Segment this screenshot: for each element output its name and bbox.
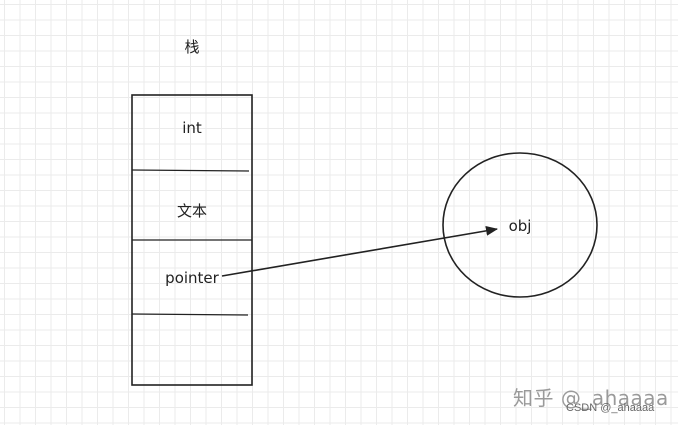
watermark-csdn: CSDN @_ahaaaa [566,402,655,414]
object-circle [442,152,598,298]
object-label: obj [509,217,532,235]
stack-divider [131,313,249,316]
stack-title: 栈 [184,38,199,56]
stack-divider [131,169,250,172]
stack-cell-int: int [182,119,202,137]
stack-cell-text: 文本 [177,202,207,220]
stack-cell-pointer: pointer [165,269,219,287]
watermark-zhihu: 知乎 @_ahaaaa [513,386,669,410]
pointer-arrow [221,225,498,277]
